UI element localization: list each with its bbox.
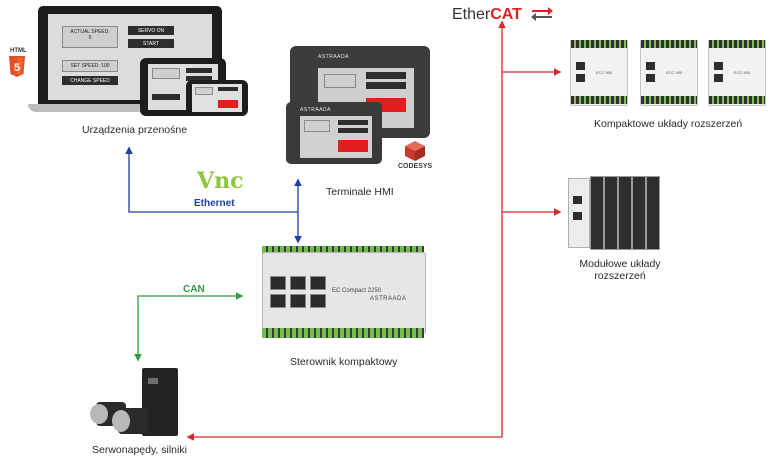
ethercat-prefix: Ether xyxy=(452,6,491,23)
servo-motors-label: Serwonapędy, silniki xyxy=(92,444,187,456)
tablet-button-1[interactable] xyxy=(186,68,212,73)
ethercat-logo: EtherCAT xyxy=(452,6,522,24)
phone-stop-button[interactable] xyxy=(218,100,238,108)
servo-motor-2-face xyxy=(112,410,130,432)
vnc-logo: Vnc xyxy=(197,168,244,194)
compact-module-3-top-strip xyxy=(709,40,765,48)
plc-port-4 xyxy=(290,294,306,308)
plc-bottom-terminals xyxy=(262,328,424,338)
compact-module-1 xyxy=(570,40,628,106)
ethercat-trunk xyxy=(186,20,506,441)
modular-io-module xyxy=(590,176,604,250)
plc-port-5 xyxy=(310,276,326,290)
ethernet-label: Ethernet xyxy=(194,198,235,209)
tablet-speed-field xyxy=(152,68,180,79)
modular-expansions-label: Modułowe układy rozszerzeń xyxy=(560,258,680,282)
can-label: CAN xyxy=(183,284,205,295)
hmi-front-button-1[interactable] xyxy=(338,120,368,125)
plc-top-terminals xyxy=(262,246,424,256)
tablet-button-3[interactable] xyxy=(152,94,180,100)
phone-button-1[interactable] xyxy=(218,87,238,91)
plc-port-1 xyxy=(270,276,286,290)
hmi-front-button-2[interactable] xyxy=(338,128,368,133)
codesys-logo-text: CODESYS xyxy=(398,163,433,170)
compact-module-2-bottom-strip xyxy=(641,96,697,104)
compact-module-3-bottom-strip xyxy=(709,96,765,104)
modular-io-module xyxy=(604,176,618,250)
modular-head-port xyxy=(573,212,582,220)
phone-speed-field xyxy=(195,87,213,95)
laptop-base xyxy=(28,104,232,112)
servo-display xyxy=(148,378,158,384)
modular-io-module xyxy=(646,176,660,250)
compact-module-1-tag: ECC 900 xyxy=(596,70,613,75)
laptop-set-speed-field: SET SPEED: 100 xyxy=(62,60,118,72)
laptop-change-speed-button[interactable]: CHANGE SPEED xyxy=(62,76,118,85)
ethercat-suffix: CAT xyxy=(490,6,522,23)
modular-io-module xyxy=(618,176,632,250)
plc-model-text: EC Compact 2250 xyxy=(332,288,382,294)
compact-module-3 xyxy=(708,40,766,106)
hmi-terminals-label: Terminale HMI xyxy=(326,186,394,198)
html5-logo-text: HTML xyxy=(10,48,27,54)
hmi-back-brand: ASTRAADA xyxy=(318,54,349,60)
codesys-icon xyxy=(405,141,425,161)
compact-module-2-port xyxy=(646,74,655,82)
tablet-button-2[interactable] xyxy=(186,76,212,81)
plc-body xyxy=(262,252,426,334)
plc-port-6 xyxy=(310,294,326,308)
hmi-back-servo-button[interactable] xyxy=(366,72,406,79)
modular-head-port xyxy=(573,196,582,204)
plc-port-2 xyxy=(270,294,286,308)
plc-port-3 xyxy=(290,276,306,290)
compact-module-1-port xyxy=(576,74,585,82)
html5-icon: 5 xyxy=(9,56,25,77)
compact-module-2-top-strip xyxy=(641,40,697,48)
compact-module-1-bottom-strip xyxy=(571,96,627,104)
compact-module-2-tag: ECC 900 xyxy=(666,70,683,75)
hmi-front-speed-field xyxy=(304,120,330,132)
compact-module-3-port xyxy=(714,62,723,70)
laptop-servo-on-button[interactable]: SERVO ON xyxy=(128,26,174,35)
compact-module-2-port xyxy=(646,62,655,70)
can-line xyxy=(134,292,244,362)
hmi-front-stop-button[interactable] xyxy=(338,140,368,152)
compact-expansions-label: Kompaktowe układy rozszerzeń xyxy=(594,118,743,130)
compact-module-1-top-strip xyxy=(571,40,627,48)
compact-module-3-port xyxy=(714,74,723,82)
mobile-devices-label: Urządzenia przenośne xyxy=(82,124,188,136)
ethercat-arrow-icon xyxy=(531,7,553,21)
modular-expansions-label-line1: Modułowe układy xyxy=(579,258,661,270)
hmi-back-speed-field xyxy=(324,74,356,88)
svg-text:5: 5 xyxy=(14,62,20,74)
laptop-actual-speed-field: ACTUAL SPEED: 0 xyxy=(62,26,118,48)
plc-brand-text: ASTRAADA xyxy=(370,296,407,302)
modular-io-module xyxy=(632,176,646,250)
hmi-front-brand: ASTRAADA xyxy=(300,107,331,113)
laptop-start-button[interactable]: START xyxy=(128,39,174,48)
servo-motor-1-face xyxy=(90,404,108,424)
compact-module-3-tag: ECC 900 xyxy=(734,70,751,75)
compact-module-1-port xyxy=(576,62,585,70)
modular-expansions-label-line2: rozszerzeń xyxy=(594,270,646,282)
compact-controller-label: Sterownik kompaktowy xyxy=(290,356,398,368)
hmi-back-start-button[interactable] xyxy=(366,82,406,89)
